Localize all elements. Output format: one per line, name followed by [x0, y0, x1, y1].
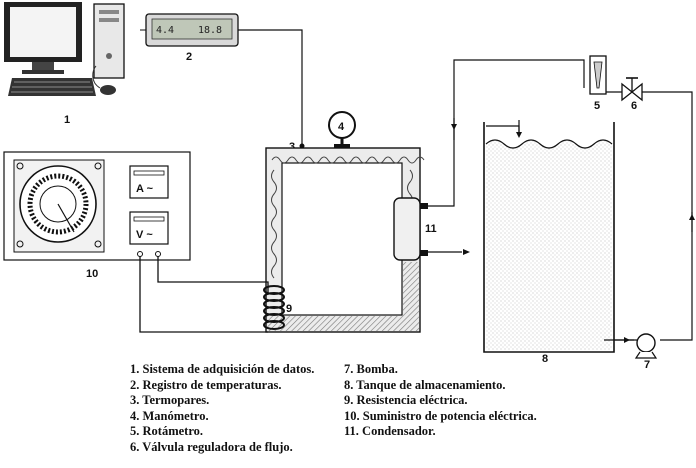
label-6: 6	[631, 100, 637, 112]
recorder-reading-left: 4.4	[156, 25, 174, 36]
legend-item: 2. Registro de temperaturas.	[130, 377, 282, 392]
flow-valve-icon	[621, 77, 643, 102]
label-3: 3	[289, 141, 295, 153]
rotameter-icon	[589, 55, 607, 95]
legend-item: 5. Rotámetro.	[130, 424, 204, 439]
label-9: 9	[286, 303, 292, 315]
ammeter-label: A ~	[136, 183, 154, 195]
voltmeter-label: V ~	[136, 229, 153, 241]
flow-arrow-pump	[624, 337, 630, 343]
legend-item: 11. Condensador.	[344, 424, 436, 439]
flow-arrow-down	[689, 214, 695, 220]
legend-right: 7. Bomba. 8. Tanque de almacenamiento. 9…	[344, 362, 537, 440]
thermocouple-cable	[238, 29, 303, 146]
label-5: 5	[594, 100, 600, 112]
condenser-icon	[393, 197, 428, 261]
power-cable-1	[139, 256, 268, 333]
temperature-recorder-icon: 4.4 18.8	[140, 13, 239, 47]
legend-item: 9. Resistencia eléctrica.	[344, 393, 468, 408]
legend-item: 4. Manómetro.	[130, 408, 209, 423]
legend-item: 1. Sistema de adquisición de datos.	[130, 362, 315, 376]
flow-arrow-up	[451, 124, 457, 130]
computer-icon	[4, 2, 125, 96]
flow-arrow-into-tank	[516, 132, 522, 138]
recorder-reading-right: 18.8	[198, 25, 222, 36]
legend-item: 6. Válvula reguladora de flujo.	[130, 439, 293, 454]
power-cable-2	[157, 256, 269, 294]
thermocouple-point	[299, 143, 305, 149]
storage-tank	[483, 122, 615, 353]
legend-item: 10. Suministro de potencia eléctrica.	[344, 408, 537, 423]
label-4: 4	[338, 121, 345, 133]
legend-left: 1. Sistema de adquisición de datos. 2. R…	[130, 362, 314, 456]
legend-item: 3. Termopares.	[130, 393, 210, 408]
label-2: 2	[186, 51, 192, 63]
label-7: 7	[644, 359, 650, 371]
electric-resistance-coil	[263, 285, 285, 330]
manometer-icon	[328, 111, 356, 148]
pump-icon	[614, 333, 658, 359]
label-10: 10	[86, 268, 98, 280]
label-11: 11	[425, 223, 437, 235]
legend-item: 7. Bomba.	[344, 362, 398, 376]
label-1: 1	[64, 114, 70, 126]
flow-arrow-into-condenser	[463, 249, 470, 255]
power-supply-panel: A ~ V ~	[3, 151, 191, 261]
return-pipe	[486, 125, 520, 136]
label-8: 8	[542, 353, 548, 365]
legend-item: 8. Tanque de almacenamiento.	[344, 377, 506, 392]
